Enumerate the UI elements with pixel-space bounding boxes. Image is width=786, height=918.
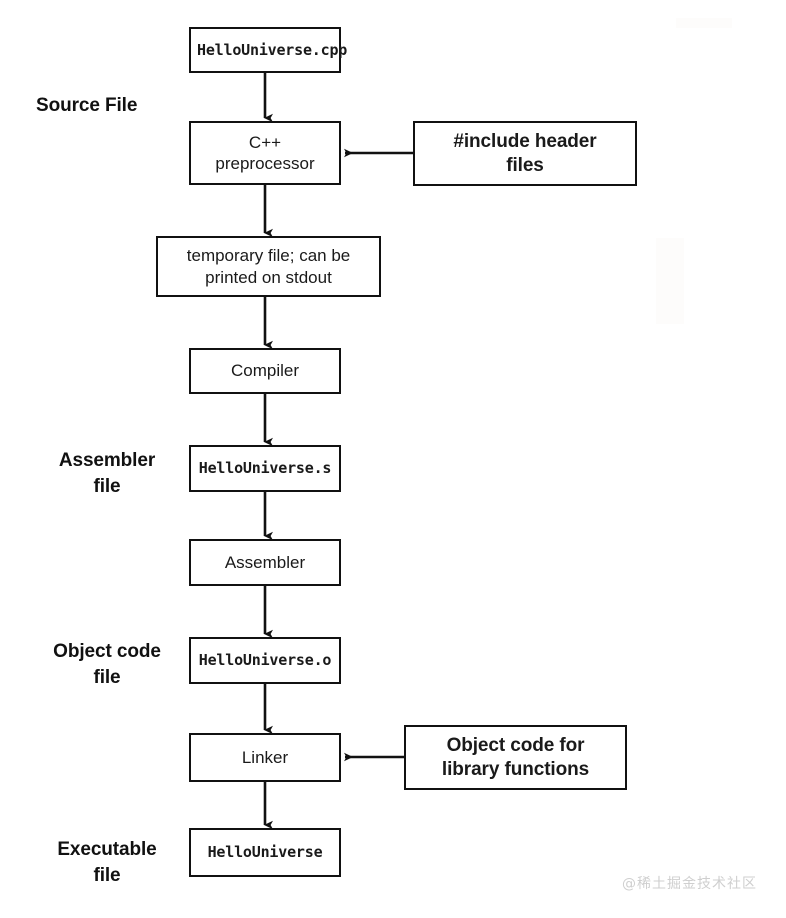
- node-executable-label: HelloUniverse: [207, 843, 323, 862]
- label-assembler-file: Assembler file: [58, 450, 156, 497]
- background-artifact: [676, 18, 732, 28]
- label-executable-file: Executable file: [57, 839, 157, 886]
- node-linker[interactable]: Linker: [189, 733, 341, 782]
- node-preprocessor[interactable]: C++ preprocessor: [189, 121, 341, 185]
- node-include-headers-label: #include header files: [453, 130, 597, 176]
- node-include-headers[interactable]: #include header files: [413, 121, 637, 186]
- watermark: @稀土掘金技术社区: [622, 876, 757, 892]
- node-compiler[interactable]: Compiler: [189, 348, 341, 394]
- node-library-object-code[interactable]: Object code for library functions: [404, 725, 627, 790]
- background-artifact-2: [656, 238, 684, 324]
- node-assembler-file[interactable]: HelloUniverse.s: [189, 445, 341, 492]
- label-object-code-file: Object code file: [53, 641, 161, 688]
- node-library-object-code-label: Object code for library functions: [441, 734, 590, 780]
- node-assembler[interactable]: Assembler: [189, 539, 341, 586]
- label-source-file: Source File: [36, 95, 138, 116]
- node-source-file[interactable]: HelloUniverse.cpp: [189, 27, 348, 73]
- node-executable[interactable]: HelloUniverse: [189, 828, 341, 877]
- node-object-file-label: HelloUniverse.o: [198, 651, 332, 670]
- node-temporary-file-label: temporary file; can be printed on stdout: [186, 246, 351, 287]
- node-object-file[interactable]: HelloUniverse.o: [189, 637, 341, 684]
- node-preprocessor-label: C++ preprocessor: [215, 132, 315, 173]
- node-temporary-file[interactable]: temporary file; can be printed on stdout: [156, 236, 381, 297]
- node-assembler-file-label: HelloUniverse.s: [198, 459, 332, 478]
- node-linker-label: Linker: [241, 747, 289, 767]
- node-assembler-label: Assembler: [224, 552, 306, 572]
- node-source-file-label: HelloUniverse.cpp: [197, 40, 348, 59]
- node-compiler-label: Compiler: [230, 361, 300, 381]
